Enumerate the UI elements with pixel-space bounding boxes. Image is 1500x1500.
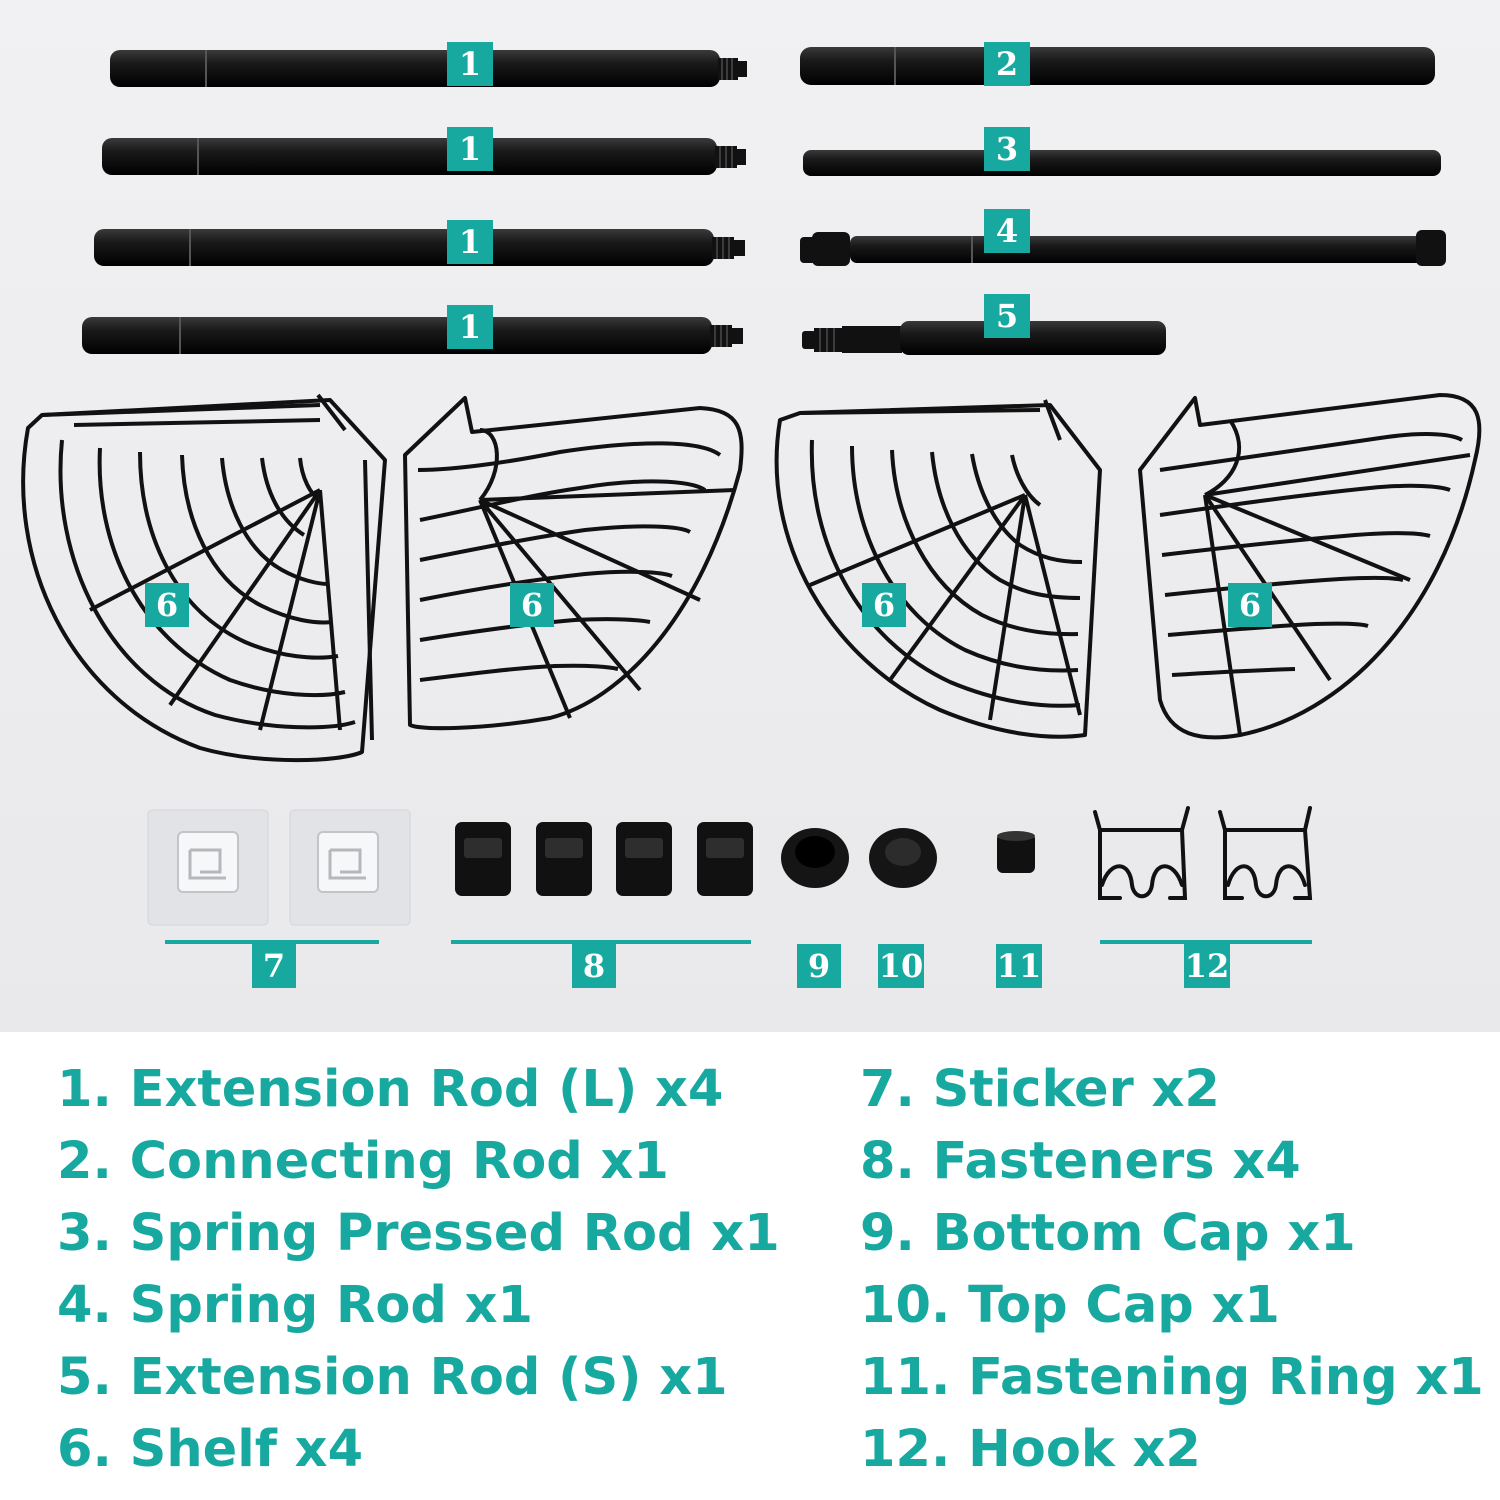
shelf-label-tag: 6 (862, 583, 906, 627)
shelf-4 (1138, 393, 1482, 740)
legend-item-bottom-cap: 9. Bottom Cap x1 (860, 1204, 1356, 1263)
parts-photo: 1 1 1 1 2 3 4 5 6 6 6 6 7 8 9 10 11 12 (0, 0, 1500, 1032)
legend-item-sticker: 7. Sticker x2 (860, 1060, 1220, 1119)
fasteners-label-tag: 8 (572, 944, 616, 988)
extension-rod-short (802, 321, 1166, 355)
fastener-4 (697, 822, 753, 896)
legend-item-top-cap: 10. Top Cap x1 (860, 1276, 1280, 1335)
parts-illustration (21, 47, 1482, 926)
fastener-3 (616, 822, 672, 896)
hooks-underline (1100, 940, 1312, 944)
legend-item-spring-rod: 4. Spring Rod x1 (57, 1276, 534, 1335)
rod-label-tag: 4 (984, 209, 1030, 253)
shelf-3 (774, 399, 1102, 739)
shelf-label-tag: 6 (510, 583, 554, 627)
parts-legend: 1. Extension Rod (L) x4 2. Connecting Ro… (0, 1032, 1500, 1500)
stickers-label-tag: 7 (252, 944, 296, 988)
legend-item-shelf: 6. Shelf x4 (57, 1420, 364, 1479)
rod-label-tag: 1 (447, 42, 493, 86)
rod-label-tag: 1 (447, 127, 493, 171)
connecting-rod (800, 47, 1435, 85)
legend-item-fastening-ring: 11. Fastening Ring x1 (860, 1348, 1484, 1407)
legend-item-extension-rod-short: 5. Extension Rod (S) x1 (57, 1348, 728, 1407)
spring-pressed-rod (803, 150, 1441, 176)
fastening-ring (997, 831, 1035, 873)
hooks-label-tag: 12 (1184, 944, 1230, 988)
stickers-underline (165, 940, 379, 944)
sticker-1 (147, 809, 269, 926)
hook-1 (1093, 806, 1190, 900)
shelf-label-tag: 6 (1228, 583, 1272, 627)
shelf-1 (21, 393, 387, 763)
legend-column-left: 1. Extension Rod (L) x4 2. Connecting Ro… (57, 1054, 780, 1486)
extension-rod-long-2 (102, 138, 746, 175)
rod-label-tag: 1 (447, 305, 493, 349)
legend-item-connecting-rod: 2. Connecting Rod x1 (57, 1132, 669, 1191)
extension-rod-long-4 (82, 317, 743, 354)
legend-item-hook: 12. Hook x2 (860, 1420, 1201, 1479)
rod-label-tag: 1 (447, 220, 493, 264)
rod-label-tag: 2 (984, 42, 1030, 86)
rod-label-tag: 3 (984, 127, 1030, 171)
legend-item-fasteners: 8. Fasteners x4 (860, 1132, 1301, 1191)
fastener-1 (455, 822, 511, 896)
extension-rod-long-1 (110, 50, 747, 87)
fastener-2 (536, 822, 592, 896)
extension-rod-long-3 (94, 229, 745, 266)
legend-column-right: 7. Sticker x2 8. Fasteners x4 9. Bottom … (860, 1054, 1484, 1486)
sticker-2 (289, 809, 411, 926)
shelf-2 (403, 396, 744, 731)
top-cap (869, 828, 937, 888)
rod-label-tag: 5 (984, 294, 1030, 338)
fasteners-underline (451, 940, 751, 944)
legend-item-spring-pressed-rod: 3. Spring Pressed Rod x1 (57, 1204, 780, 1263)
bottom-cap-label-tag: 9 (797, 944, 841, 988)
spring-rod (800, 230, 1446, 266)
bottom-cap (781, 828, 849, 888)
shelf-label-tag: 6 (145, 583, 189, 627)
top-cap-label-tag: 10 (878, 944, 924, 988)
fastening-ring-label-tag: 11 (996, 944, 1042, 988)
legend-item-extension-rod-long: 1. Extension Rod (L) x4 (57, 1060, 724, 1119)
hook-2 (1218, 806, 1313, 900)
